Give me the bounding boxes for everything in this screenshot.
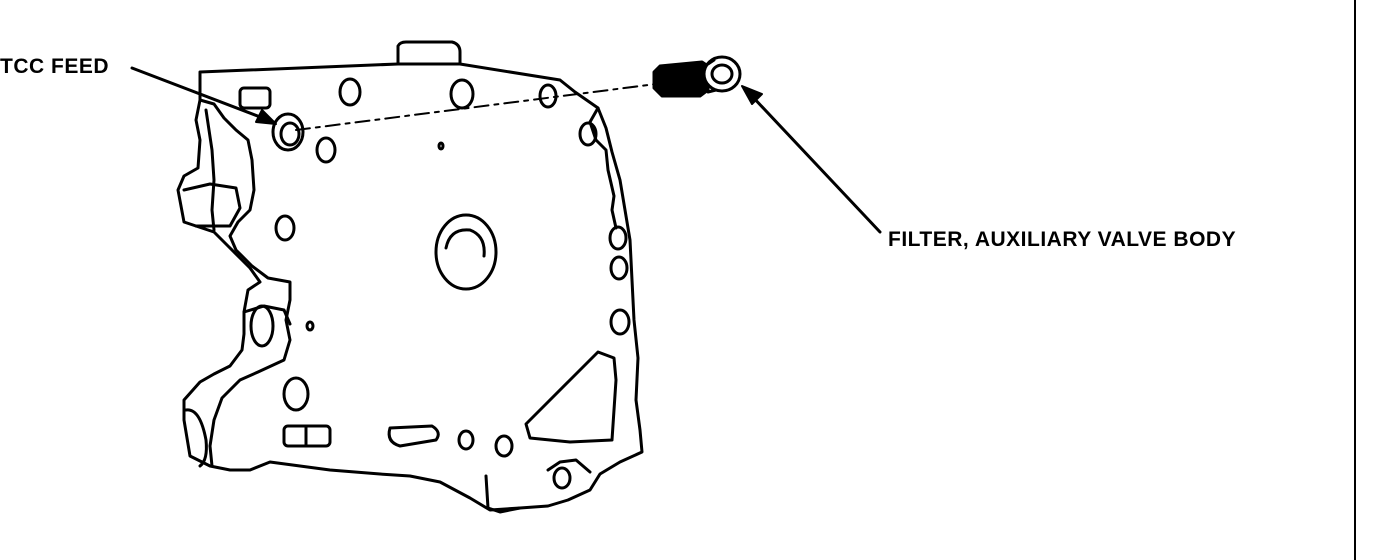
valve-body-outline bbox=[176, 62, 644, 512]
hole bbox=[608, 225, 628, 251]
hole bbox=[315, 136, 337, 164]
hole bbox=[338, 77, 362, 107]
left-block bbox=[182, 182, 242, 228]
left-lower-block bbox=[242, 304, 292, 326]
hole bbox=[282, 376, 310, 412]
filter-label: FILTER, AUXILIARY VALVE BODY bbox=[888, 228, 1237, 251]
tcc-feed-hole-outer bbox=[271, 112, 305, 152]
hole-small bbox=[305, 320, 315, 332]
left-ridge bbox=[198, 98, 292, 468]
bottom-foot bbox=[484, 474, 522, 514]
installation-centerline bbox=[295, 83, 657, 131]
hole bbox=[609, 255, 629, 281]
hole-vertical bbox=[249, 304, 275, 348]
center-boss-inner bbox=[444, 228, 486, 258]
tcc-feed-leader bbox=[130, 66, 270, 122]
filter-part bbox=[652, 55, 742, 98]
hole bbox=[609, 308, 631, 336]
triangular-pocket bbox=[524, 350, 618, 444]
hole-small bbox=[437, 141, 445, 151]
filter-leader bbox=[748, 92, 882, 234]
hole bbox=[552, 466, 572, 490]
tcc-feed-hole-inner bbox=[279, 121, 301, 147]
filter-arrowhead bbox=[741, 85, 763, 105]
hole bbox=[538, 83, 558, 109]
center-boss-outer bbox=[434, 213, 498, 291]
hole bbox=[449, 78, 475, 110]
hole bbox=[457, 429, 475, 451]
long-slot bbox=[387, 424, 440, 448]
tcc-feed-arrowhead bbox=[255, 109, 277, 125]
tcc-feed-label: TCC FEED bbox=[0, 55, 109, 78]
valve-body-top-nub bbox=[396, 40, 462, 66]
slot-top-left bbox=[238, 86, 272, 110]
bottom-right-tab bbox=[546, 458, 592, 474]
hole bbox=[274, 214, 296, 242]
left-foot-curve bbox=[184, 408, 208, 468]
left-ridge-inner bbox=[204, 108, 216, 232]
hole bbox=[494, 434, 514, 458]
hole bbox=[578, 121, 598, 147]
